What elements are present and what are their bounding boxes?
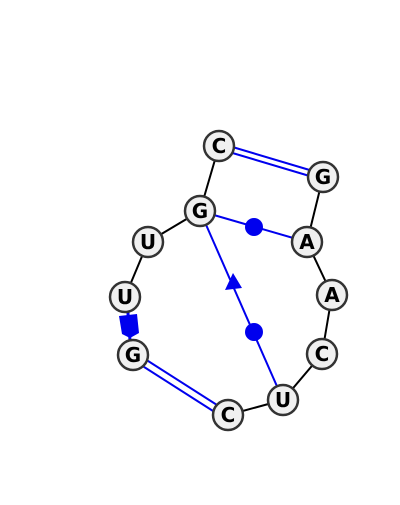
node-g-mid-label: G xyxy=(192,199,208,223)
node-u-left-label: U xyxy=(117,285,133,309)
node-a-lower: A xyxy=(315,278,349,312)
node-a-upper-label: A xyxy=(299,230,315,254)
node-c-bottom-label: C xyxy=(221,403,236,427)
pair-g-a-marker xyxy=(245,218,263,236)
node-u-upper: U xyxy=(131,225,165,259)
node-g-left-label: G xyxy=(125,343,141,367)
pair-g-u-arrow xyxy=(225,273,242,290)
node-a-upper: A xyxy=(290,225,324,259)
pair-g-u-line xyxy=(199,210,284,401)
pair-c-g-top-line-1 xyxy=(218,142,324,175)
node-u-upper-label: U xyxy=(140,230,156,254)
node-g-left: G xyxy=(116,338,150,372)
node-g-mid: G xyxy=(183,194,217,228)
node-c-top-label: C xyxy=(212,134,227,158)
pair-g-c-bottom-line-1 xyxy=(133,351,229,413)
node-c-top: C xyxy=(202,129,236,163)
pair-g-c-bottom-line-2 xyxy=(129,357,225,419)
node-g-right-label: G xyxy=(315,165,331,189)
node-u-bottom-label: U xyxy=(275,388,291,412)
interactions xyxy=(119,142,324,419)
pair-c-g-top-line-2 xyxy=(218,148,324,181)
node-c-bottom: C xyxy=(211,398,245,432)
node-u-left: U xyxy=(108,280,142,314)
node-c-right: C xyxy=(305,337,339,371)
node-c-right-label: C xyxy=(315,342,330,366)
nodes: C G G A U A U C xyxy=(108,129,349,432)
node-a-lower-label: A xyxy=(324,283,340,307)
node-g-right: G xyxy=(306,160,340,194)
node-u-bottom: U xyxy=(266,383,300,417)
pair-g-u-marker xyxy=(245,323,263,341)
